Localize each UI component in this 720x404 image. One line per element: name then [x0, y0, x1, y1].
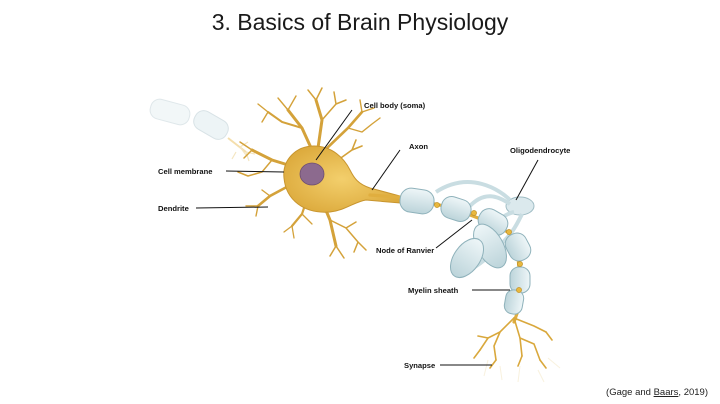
leader-axon — [371, 149, 401, 191]
label-node-of-ranvier: Node of Ranvier — [376, 246, 434, 255]
nodes-of-ranvier — [434, 202, 523, 293]
synapse-glow — [483, 357, 561, 383]
leader-cell-body — [315, 109, 353, 161]
leader-dendrite — [195, 206, 269, 209]
label-cell-membrane: Cell membrane — [158, 167, 212, 176]
label-cell-body: Cell body (soma) — [364, 101, 426, 110]
myelin-segment — [504, 232, 532, 262]
citation: (Gage and Baars, 2019) — [606, 387, 708, 398]
node-of-ranvier — [434, 202, 440, 208]
node-of-ranvier — [471, 210, 477, 216]
node-of-ranvier — [506, 229, 512, 235]
upstream-axon — [149, 98, 256, 162]
label-axon: Axon — [409, 142, 428, 151]
leader-lines — [195, 109, 539, 366]
node-of-ranvier — [516, 287, 522, 293]
myelin-loop — [449, 237, 485, 279]
nucleus — [299, 162, 325, 186]
slide-title: 3. Basics of Brain Physiology — [211, 9, 509, 35]
citation-open: (Gage and — [606, 387, 654, 398]
citation-close: , 2019) — [678, 387, 708, 398]
label-myelin-sheath: Myelin sheath — [408, 286, 459, 295]
myelin-segment — [399, 187, 435, 215]
node-of-ranvier — [517, 261, 523, 267]
label-synapse: Synapse — [404, 361, 435, 370]
leader-cell-membrane — [225, 170, 285, 173]
citation-author: Baars — [653, 387, 679, 398]
leader-oligodendrocyte — [515, 159, 539, 201]
leader-node-of-ranvier — [435, 219, 473, 249]
myelin-segment — [440, 196, 472, 222]
axon-terminals — [473, 317, 553, 369]
myelin-segment — [503, 289, 525, 315]
label-dendrite: Dendrite — [158, 204, 189, 213]
myelin-sheath-segments — [399, 187, 532, 315]
label-oligodendrocyte: Oligodendrocyte — [510, 146, 570, 155]
